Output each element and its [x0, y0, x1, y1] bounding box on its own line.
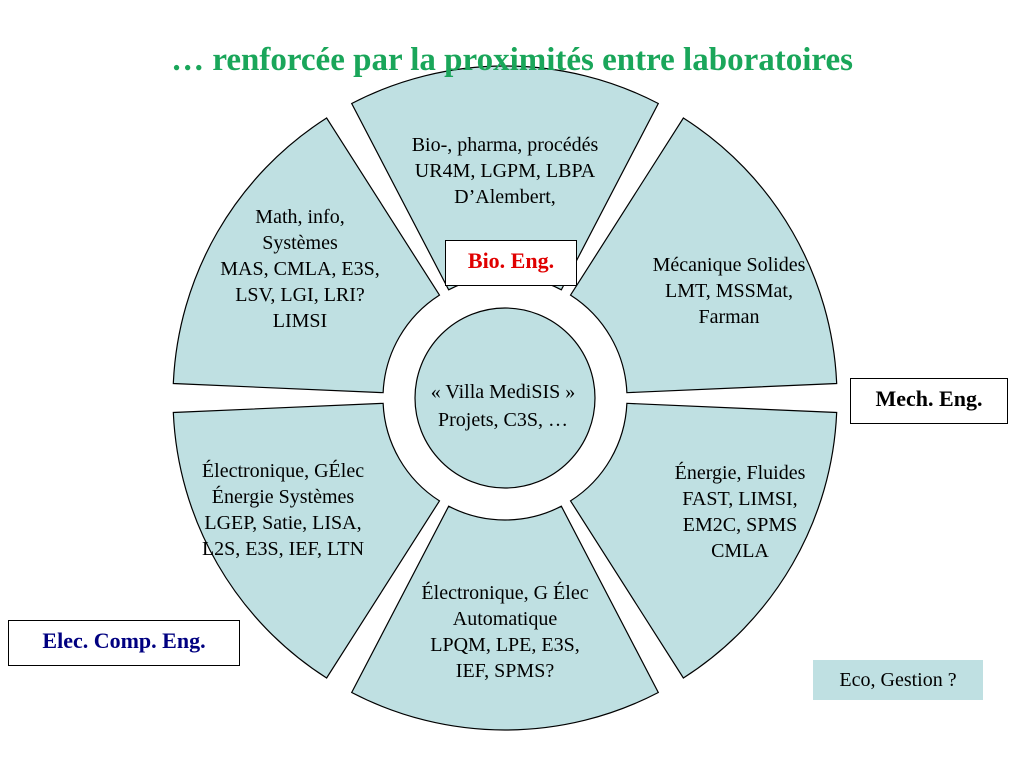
segment-elec-bottom-text: Électronique, G Élec Automatique LPQM, L… — [385, 580, 625, 684]
segment-energie-line: Énergie, Fluides — [674, 462, 806, 484]
center-line: Projets, C3S, … — [437, 409, 569, 431]
segment-energie-line: FAST, LIMSI, — [682, 488, 798, 510]
segment-bio-line: Bio-, pharma, procédés — [411, 134, 599, 156]
bio-eng-label: Bio. Eng. — [445, 240, 577, 286]
ring-segment-energie — [569, 402, 838, 679]
segment-math-line: LSV, LGI, LRI? — [235, 284, 365, 306]
segment-energie-line: EM2C, SPMS — [682, 514, 798, 536]
eco-gestion-label: Eco, Gestion ? — [813, 660, 983, 700]
ring-segments — [172, 65, 838, 731]
page-title: … renforcée par la proximités entre labo… — [171, 42, 853, 78]
center-hub — [414, 307, 596, 489]
segment-elec-bottom-line: LPQM, LPE, E3S, — [430, 634, 580, 656]
segment-elec-bottom-line: IEF, SPMS? — [455, 660, 555, 682]
segment-elec-bottom-line: Électronique, G Élec — [421, 582, 589, 604]
elec-comp-eng-label: Elec. Comp. Eng. — [8, 620, 240, 666]
mech-eng-label: Mech. Eng. — [850, 378, 1008, 424]
segment-energie-text: Énergie, Fluides FAST, LIMSI, EM2C, SPMS… — [630, 460, 850, 564]
segment-elec-left-line: Électronique, GÉlec — [201, 460, 365, 482]
segment-energie-line: CMLA — [711, 540, 769, 562]
segment-elec-left-line: LGEP, Satie, LISA, — [204, 512, 362, 534]
segment-math-line: LIMSI — [272, 310, 328, 332]
segment-elec-bottom-line: Automatique — [452, 608, 558, 630]
segment-elec-left-text: Électronique, GÉlec Énergie Systèmes LGE… — [168, 458, 398, 562]
ring-segment-elec-bottom — [350, 505, 660, 731]
segment-meca-line: Mécanique Solides — [652, 254, 806, 276]
segment-bio-text: Bio-, pharma, procédés UR4M, LGPM, LBPA … — [380, 132, 630, 210]
segment-bio-line: D’Alembert, — [454, 186, 556, 208]
segment-bio-line: UR4M, LGPM, LBPA — [414, 160, 596, 182]
segment-meca-line: LMT, MSSMat, — [665, 280, 793, 302]
segment-math-text: Math, info, Systèmes MAS, CMLA, E3S, LSV… — [185, 204, 415, 334]
segment-elec-left-line: Énergie Systèmes — [211, 486, 355, 508]
ring-segment-meca — [569, 117, 838, 394]
segment-math-line: Math, info, — [255, 206, 345, 228]
ring-segment-elec-left — [172, 402, 441, 679]
center-text: « Villa MediSIS » Projets, C3S, … — [403, 378, 603, 434]
segment-math-line: MAS, CMLA, E3S, — [220, 258, 380, 280]
center-line: « Villa MediSIS » — [430, 381, 576, 403]
segment-meca-text: Mécanique Solides LMT, MSSMat, Farman — [614, 252, 844, 330]
segment-meca-line: Farman — [698, 306, 760, 328]
segment-elec-left-line: L2S, E3S, IEF, LTN — [201, 538, 365, 560]
ring-segment-math — [172, 117, 441, 394]
segment-math-line: Systèmes — [262, 232, 338, 254]
